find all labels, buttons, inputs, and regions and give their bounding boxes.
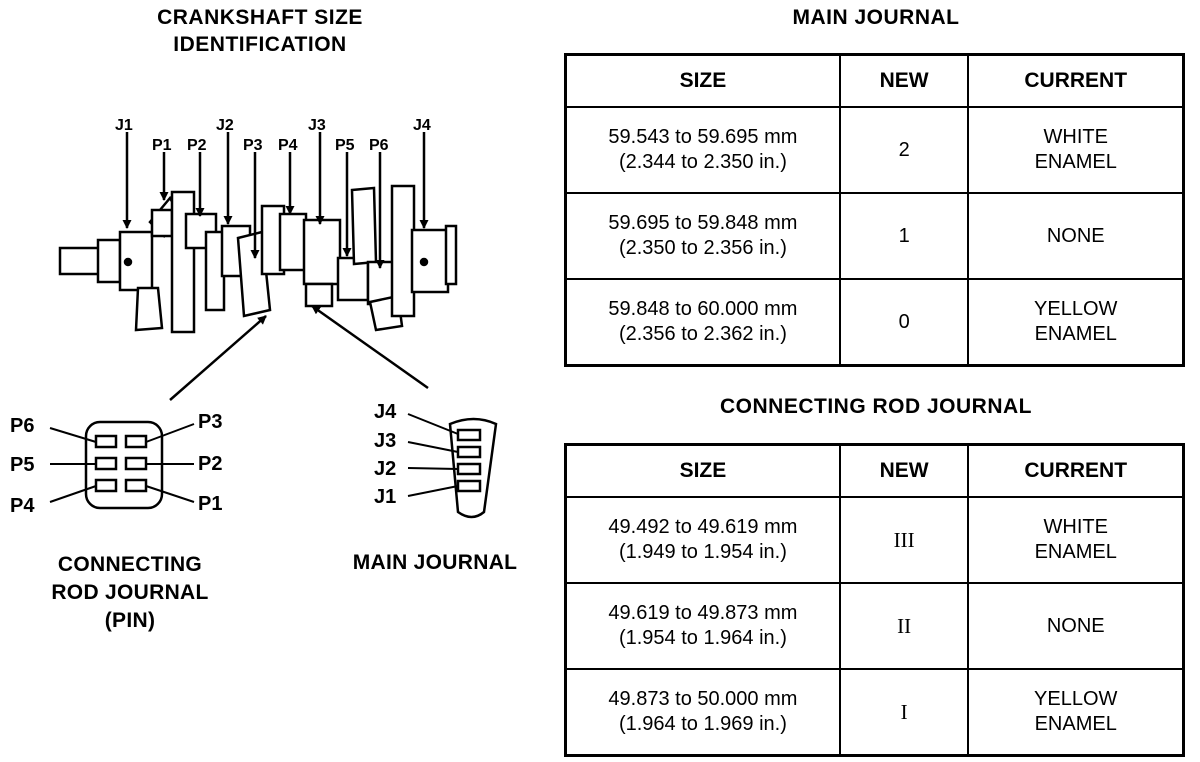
header-current: CURRENT bbox=[967, 443, 1185, 498]
header-new: NEW bbox=[838, 443, 970, 498]
crankshaft-drawing bbox=[58, 184, 458, 334]
crankshaft-diagram: J1 P1 P2 J2 P3 P4 J3 P5 P6 J4 P6 P5 P4 P… bbox=[10, 117, 498, 519]
label-j3: J3 bbox=[308, 117, 326, 134]
title-line-1: CRANKSHAFT SIZE bbox=[157, 6, 363, 29]
header-size: SIZE bbox=[564, 53, 841, 108]
journal-label-j2: J2 bbox=[374, 458, 396, 480]
journal-marking-pad bbox=[448, 417, 498, 519]
size-mm: 49.873 to 50.000 mm bbox=[608, 688, 798, 710]
current-code: YELLOW ENAMEL bbox=[967, 668, 1185, 757]
label-p6: P6 bbox=[369, 137, 389, 154]
new-code: 0 bbox=[838, 278, 970, 367]
current-line-1: WHITE bbox=[1043, 516, 1108, 538]
new-code: II bbox=[838, 582, 970, 670]
new-code: I bbox=[838, 668, 970, 757]
caption-main-journal: MAIN JOURNAL bbox=[352, 551, 518, 574]
size-in: (1.954 to 1.964 in.) bbox=[618, 627, 787, 649]
table-row: 59.543 to 59.695 mm (2.344 to 2.350 in.)… bbox=[564, 106, 1185, 194]
size-cell: 49.873 to 50.000 mm (1.964 to 1.969 in.) bbox=[564, 668, 841, 757]
caption-rod-line-3: (PIN) bbox=[104, 609, 156, 632]
table-row: 59.695 to 59.848 mm (2.350 to 2.356 in.)… bbox=[564, 192, 1185, 280]
header-new: NEW bbox=[838, 53, 970, 108]
header-current: CURRENT bbox=[967, 53, 1185, 108]
size-in: (1.949 to 1.954 in.) bbox=[618, 541, 787, 563]
current-code: YELLOW ENAMEL bbox=[967, 278, 1185, 367]
label-p5: P5 bbox=[335, 137, 355, 154]
new-code: III bbox=[838, 496, 970, 584]
label-j1: J1 bbox=[115, 117, 133, 134]
current-code: WHITE ENAMEL bbox=[967, 496, 1185, 584]
title-line-2: IDENTIFICATION bbox=[173, 33, 347, 56]
label-p4: P4 bbox=[278, 137, 298, 154]
table-header-row: SIZE NEW CURRENT bbox=[564, 443, 1185, 498]
current-code: NONE bbox=[967, 192, 1185, 280]
pin-labels: P6 P5 P4 P3 P2 P1 bbox=[10, 411, 222, 517]
crankshaft-labels: J1 P1 P2 J2 P3 P4 J3 P5 P6 J4 bbox=[115, 117, 431, 154]
current-line-1: WHITE bbox=[1043, 126, 1108, 148]
size-mm: 49.492 to 49.619 mm bbox=[608, 516, 798, 538]
label-p2: P2 bbox=[187, 137, 207, 154]
journal-label-j1: J1 bbox=[374, 486, 396, 508]
new-code: 2 bbox=[838, 106, 970, 194]
pin-label-p1: P1 bbox=[198, 493, 222, 515]
label-p1: P1 bbox=[152, 137, 172, 154]
crankshaft-title: CRANKSHAFT SIZE IDENTIFICATION bbox=[120, 4, 400, 58]
journal-label-j3: J3 bbox=[374, 430, 396, 452]
size-mm: 59.848 to 60.000 mm bbox=[608, 298, 798, 320]
table-header-row: SIZE NEW CURRENT bbox=[564, 53, 1185, 108]
size-cell: 49.492 to 49.619 mm (1.949 to 1.954 in.) bbox=[564, 496, 841, 584]
pin-leader-lines bbox=[49, 423, 195, 503]
size-mm: 59.695 to 59.848 mm bbox=[608, 212, 798, 234]
current-line-1: NONE bbox=[1046, 614, 1105, 637]
size-in: (2.350 to 2.356 in.) bbox=[618, 237, 787, 259]
size-cell: 49.619 to 49.873 mm (1.954 to 1.964 in.) bbox=[564, 582, 841, 670]
journal-labels: J4 J3 J2 J1 bbox=[374, 401, 397, 508]
current-line-2: ENAMEL bbox=[1034, 151, 1117, 173]
size-in: (2.344 to 2.350 in.) bbox=[618, 151, 787, 173]
main-journal-title: MAIN JOURNAL bbox=[792, 6, 960, 29]
label-p3: P3 bbox=[243, 137, 263, 154]
table-row: 59.848 to 60.000 mm (2.356 to 2.362 in.)… bbox=[564, 278, 1185, 367]
size-in: (2.356 to 2.362 in.) bbox=[618, 323, 787, 345]
crankshaft-arrows bbox=[122, 132, 429, 401]
current-line-2: ENAMEL bbox=[1034, 323, 1117, 345]
caption-rod-journal: CONNECTING ROD JOURNAL (PIN) bbox=[20, 551, 240, 635]
table-row: 49.492 to 49.619 mm (1.949 to 1.954 in.)… bbox=[564, 496, 1185, 584]
table-row: 49.873 to 50.000 mm (1.964 to 1.969 in.)… bbox=[564, 668, 1185, 757]
size-cell: 59.848 to 60.000 mm (2.356 to 2.362 in.) bbox=[564, 278, 841, 367]
table-row: 49.619 to 49.873 mm (1.954 to 1.964 in.)… bbox=[564, 582, 1185, 670]
size-cell: 59.543 to 59.695 mm (2.344 to 2.350 in.) bbox=[564, 106, 841, 194]
current-line-1: YELLOW bbox=[1034, 298, 1118, 320]
label-j2: J2 bbox=[216, 117, 234, 134]
current-line-2: ENAMEL bbox=[1034, 713, 1117, 735]
pin-marking-pad bbox=[84, 420, 164, 510]
pin-label-p4: P4 bbox=[10, 495, 35, 517]
pin-label-p2: P2 bbox=[198, 453, 222, 475]
caption-rod-line-1: CONNECTING bbox=[57, 553, 203, 576]
rod-journal-title: CONNECTING ROD JOURNAL bbox=[719, 395, 1032, 418]
pin-label-p3: P3 bbox=[198, 411, 222, 433]
current-line-2: ENAMEL bbox=[1034, 541, 1117, 563]
size-mm: 49.619 to 49.873 mm bbox=[608, 602, 798, 624]
size-cell: 59.695 to 59.848 mm (2.350 to 2.356 in.) bbox=[564, 192, 841, 280]
current-line-1: YELLOW bbox=[1034, 688, 1118, 710]
current-code: NONE bbox=[967, 582, 1185, 670]
pin-label-p5: P5 bbox=[10, 454, 34, 476]
label-j4: J4 bbox=[413, 117, 431, 134]
journal-leader-lines bbox=[407, 413, 459, 497]
new-code: 1 bbox=[838, 192, 970, 280]
rod-journal-table: SIZE NEW CURRENT 49.492 to 49.619 mm (1.… bbox=[564, 443, 1185, 757]
size-in: (1.964 to 1.969 in.) bbox=[618, 713, 787, 735]
current-line-1: NONE bbox=[1046, 224, 1105, 247]
caption-rod-line-2: ROD JOURNAL bbox=[51, 581, 209, 604]
main-journal-table: SIZE NEW CURRENT 59.543 to 59.695 mm (2.… bbox=[564, 53, 1185, 367]
header-size: SIZE bbox=[564, 443, 841, 498]
size-mm: 59.543 to 59.695 mm bbox=[608, 126, 798, 148]
current-code: WHITE ENAMEL bbox=[967, 106, 1185, 194]
pin-label-p6: P6 bbox=[10, 415, 34, 437]
journal-label-j4: J4 bbox=[374, 401, 397, 423]
